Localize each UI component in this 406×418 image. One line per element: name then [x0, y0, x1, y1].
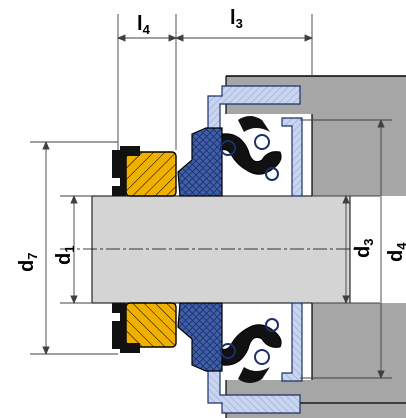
blue-seat-upper [177, 127, 223, 197]
shaft [60, 195, 370, 304]
carbon-ring-upper [125, 151, 177, 197]
elastomer-bellows-upper [221, 133, 282, 175]
dim-label-d4: d4 [385, 242, 406, 262]
spring-coil [220, 140, 236, 156]
seal-upper [112, 85, 303, 197]
dimension-lines [30, 14, 392, 380]
dim-label-d3: d3 [352, 239, 376, 258]
housing-upper-bore [312, 76, 406, 196]
spring-coil [254, 134, 270, 150]
spring-coil [265, 167, 279, 181]
dim-label-l3: l3 [230, 7, 243, 31]
seal-lower [112, 302, 303, 414]
dim-label-d1: d1 [53, 246, 77, 265]
dim-label-l4: l4 [137, 13, 151, 37]
housing [225, 75, 406, 418]
dim-label-d7: d7 [16, 253, 40, 272]
